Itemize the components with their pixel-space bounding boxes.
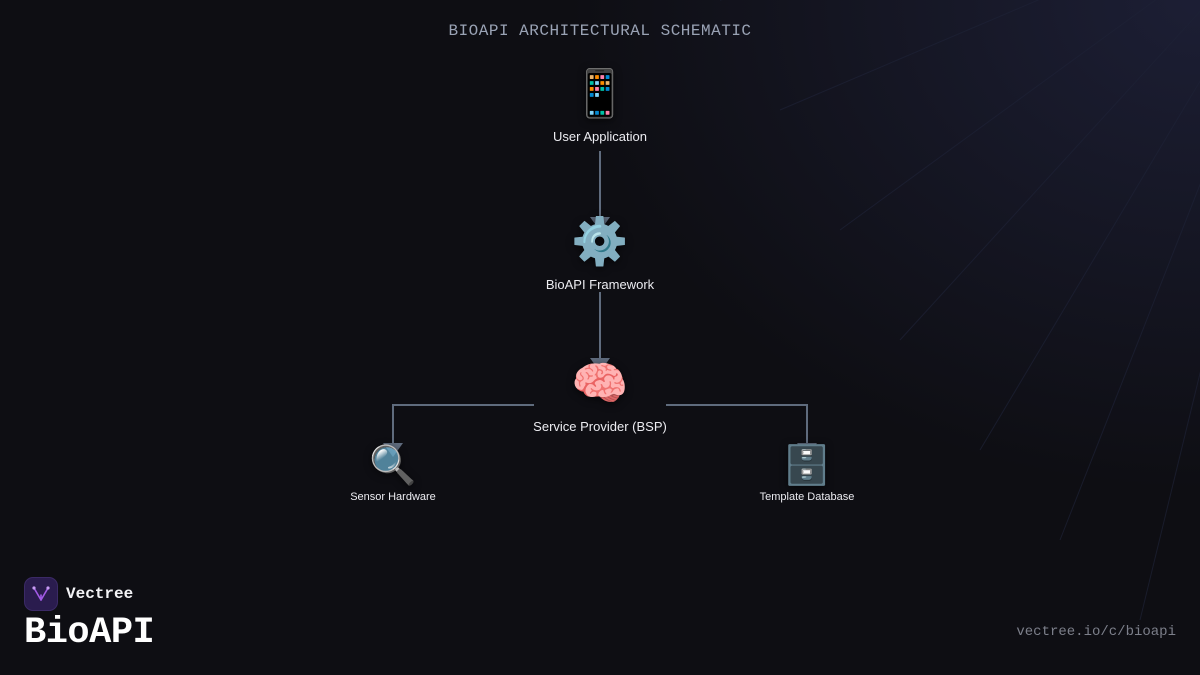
arrowhead-framework xyxy=(590,217,610,231)
node-sensor-hardware: 🔍 Sensor Hardware xyxy=(350,446,436,503)
magnifier-icon: 🔍 xyxy=(369,443,417,487)
arrowhead-database xyxy=(797,443,817,457)
node-user-application: 📱 User Application xyxy=(553,70,647,144)
edge-bsp-sensor xyxy=(392,404,534,443)
brand-name: Vectree xyxy=(66,585,134,603)
mobile-phone-icon: 📱 xyxy=(571,66,629,120)
diagram-title: BIOAPI ARCHITECTURAL SCHEMATIC xyxy=(448,22,752,40)
node-service-provider: 🧠 Service Provider (BSP) xyxy=(533,360,667,434)
node-template-database: 🗄️ Template Database xyxy=(760,446,855,503)
node-bioapi-framework: ⚙️ BioAPI Framework xyxy=(546,218,654,292)
edge-bsp-database xyxy=(666,404,808,443)
node-label: BioAPI Framework xyxy=(545,277,655,292)
arrowhead-sensor xyxy=(383,443,403,457)
node-label: Service Provider (BSP) xyxy=(533,419,667,434)
node-label: User Application xyxy=(553,129,647,144)
product-name: BioAPI xyxy=(24,612,155,654)
node-label: Template Database xyxy=(759,491,855,503)
brain-icon: 🧠 xyxy=(571,356,629,410)
brand-logo-icon xyxy=(24,577,58,611)
node-label: Sensor Hardware xyxy=(350,491,436,503)
gear-icon: ⚙️ xyxy=(571,214,629,268)
source-url[interactable]: vectree.io/c/bioapi xyxy=(1016,624,1176,640)
brand: Vectree xyxy=(24,577,133,611)
arrowhead-bsp xyxy=(590,358,610,372)
file-cabinet-icon: 🗄️ xyxy=(783,443,831,487)
